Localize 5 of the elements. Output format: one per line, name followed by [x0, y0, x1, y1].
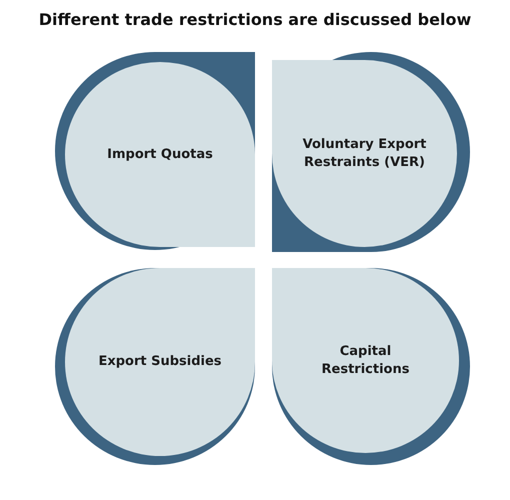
node-label: Import Quotas — [107, 146, 213, 164]
node-label: Voluntary Export Restraints (VER) — [302, 136, 428, 172]
node-label: Capital Restrictions — [320, 342, 410, 378]
node-label: Export Subsidies — [98, 353, 222, 371]
title: Different trade restrictions are discussed below — [38, 10, 472, 29]
